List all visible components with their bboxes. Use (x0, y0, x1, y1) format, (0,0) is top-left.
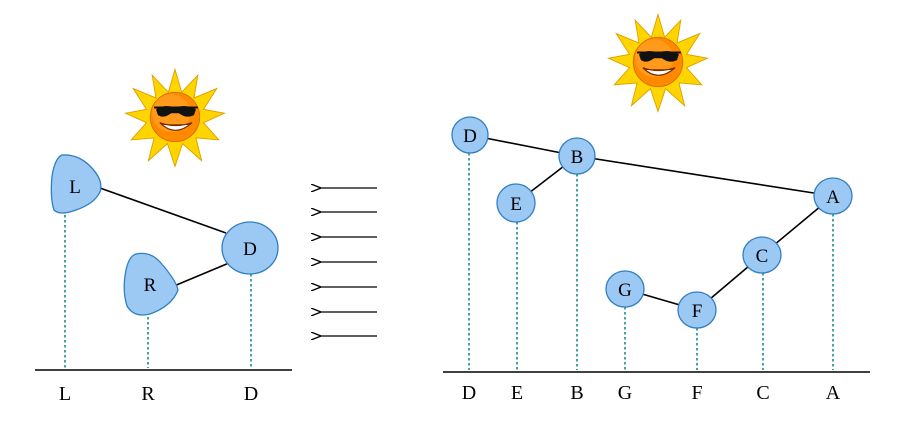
node-E (496, 183, 536, 223)
ground-label-r1: D (462, 382, 476, 404)
node-D-label: D (243, 239, 257, 260)
ground-label-r2: E (511, 382, 523, 404)
sun-with-sunglasses-icon (607, 13, 709, 113)
node-B (558, 137, 596, 175)
node-D2-label: D (463, 126, 477, 147)
node-F (677, 291, 717, 329)
edge-R-D (173, 262, 230, 287)
node-D (221, 221, 279, 275)
node-G-label: G (618, 280, 632, 301)
left-tree: L R D L R D (35, 154, 292, 405)
node-L-label: L (69, 177, 81, 198)
node-R-label: R (144, 275, 157, 296)
ground-label-r6: C (756, 382, 769, 404)
node-B-label: B (571, 147, 584, 168)
node-R (123, 252, 179, 316)
node-G (605, 270, 645, 308)
node-D2 (451, 116, 489, 154)
node-A-label: A (826, 187, 840, 208)
ground-label-r4: G (618, 382, 632, 404)
node-E-label: E (510, 194, 522, 215)
ground-label-r5: F (691, 382, 702, 404)
edge-L-D (99, 187, 227, 234)
right-tree: D B E A C G F D E B G F C A (443, 116, 870, 404)
node-C-label: C (756, 246, 769, 267)
node-C (742, 236, 782, 274)
sun-with-sunglasses-icon (124, 68, 226, 168)
node-A (813, 177, 853, 215)
ground-label-3: D (244, 383, 258, 405)
ground-label-r3: B (570, 382, 583, 404)
node-L (50, 154, 102, 214)
ground-label-1: L (59, 383, 71, 405)
ground-label-2: R (141, 383, 155, 405)
ground-label-r7: A (826, 382, 841, 404)
projection-arrows (320, 188, 377, 336)
edge-B-A (576, 155, 834, 197)
node-F-label: F (692, 301, 703, 322)
